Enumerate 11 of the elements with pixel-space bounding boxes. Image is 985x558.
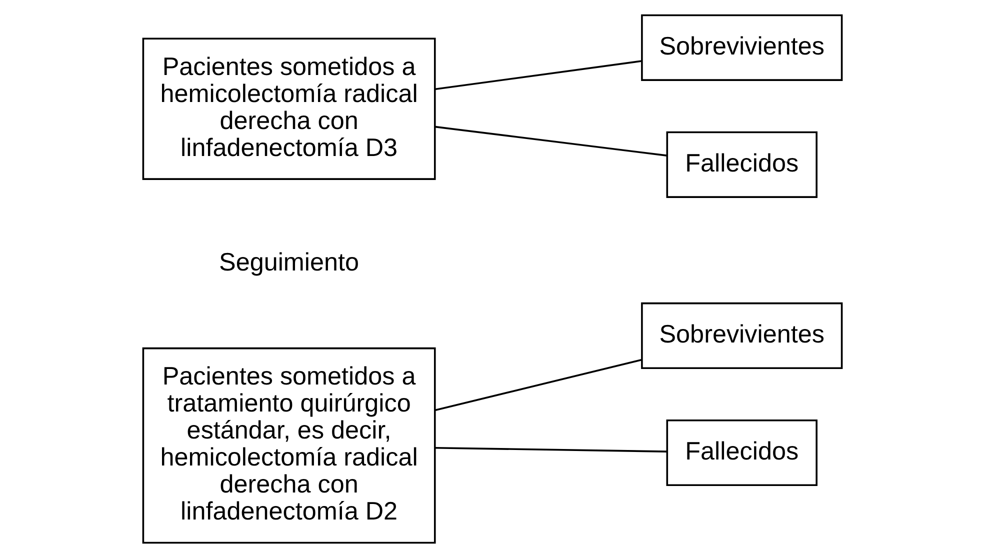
connector	[435, 60, 642, 90]
label: Seguimiento	[219, 248, 360, 276]
node-box: Pacientes sometidos a tratamiento quirúrgico estándar, es decir, hemicolectomía radical derecha con linfadenectomía D2	[142, 347, 436, 544]
node-box: Fallecidos	[666, 419, 818, 486]
connector	[435, 358, 642, 412]
node-box: Pacientes sometidos a hemicolectomía radical derecha con linfadenectomía D3	[142, 38, 436, 180]
node-box: Sobrevivientes	[641, 14, 843, 81]
node-box: Sobrevivientes	[641, 302, 843, 370]
connector	[435, 126, 667, 156]
connector	[435, 446, 667, 452]
node-box: Fallecidos	[666, 131, 818, 198]
